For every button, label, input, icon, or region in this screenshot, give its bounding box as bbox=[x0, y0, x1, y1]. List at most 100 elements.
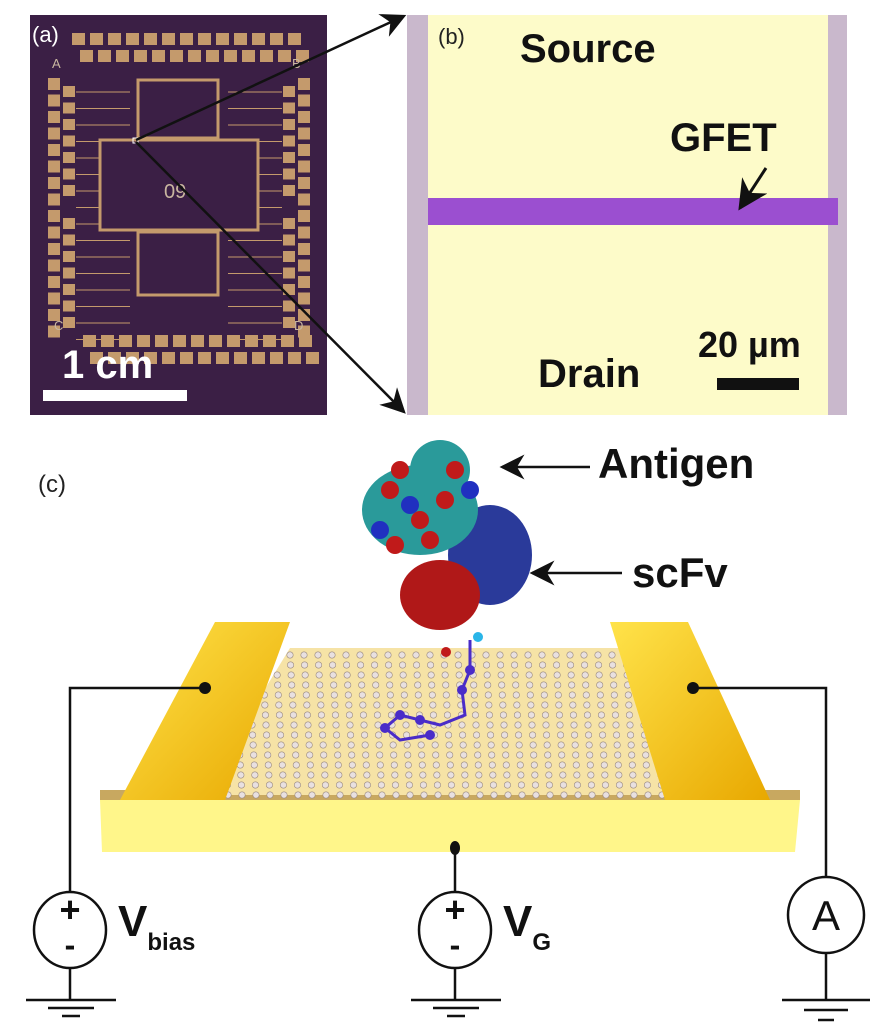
carbon-atom bbox=[595, 671, 603, 679]
carbon-atom bbox=[308, 791, 316, 799]
carbon-atom bbox=[458, 721, 466, 729]
carbon-atom bbox=[559, 771, 567, 779]
carbon-atom bbox=[301, 671, 309, 679]
contact-pad bbox=[288, 33, 301, 45]
carbon-atom bbox=[553, 661, 561, 669]
carbon-atom bbox=[615, 771, 623, 779]
contact-pad bbox=[298, 292, 310, 305]
carbon-atom bbox=[475, 771, 483, 779]
contact-pad bbox=[162, 352, 175, 364]
carbon-atom bbox=[485, 711, 493, 719]
carbon-atom bbox=[348, 761, 356, 769]
carbon-atom bbox=[490, 791, 498, 799]
carbon-atom bbox=[511, 661, 519, 669]
carbon-atom bbox=[403, 741, 411, 749]
antigen-label: Antigen bbox=[598, 440, 754, 487]
contact-pad bbox=[48, 177, 60, 189]
contact-pad bbox=[48, 193, 60, 206]
carbon-atom bbox=[289, 711, 297, 719]
carbon-atom bbox=[349, 771, 357, 779]
carbon-atom bbox=[503, 771, 511, 779]
contact-pad bbox=[63, 185, 75, 196]
right-contact-dot bbox=[687, 682, 699, 694]
gfet-label: GFET bbox=[670, 116, 777, 160]
carbon-atom bbox=[304, 721, 312, 729]
carbon-atom bbox=[613, 741, 621, 749]
carbon-atom bbox=[406, 791, 414, 799]
carbon-atom bbox=[292, 761, 300, 769]
carbon-atom bbox=[446, 761, 454, 769]
carbon-atom bbox=[390, 751, 398, 759]
carbon-atom bbox=[526, 681, 534, 689]
vg-label: VG bbox=[503, 897, 551, 956]
carbon-atom bbox=[473, 731, 481, 739]
carbon-atom bbox=[626, 721, 634, 729]
carbon-atom bbox=[558, 751, 566, 759]
carbon-atom bbox=[558, 761, 566, 769]
carbon-atom bbox=[628, 761, 636, 769]
carbon-atom bbox=[428, 691, 436, 699]
carbon-atom bbox=[483, 671, 491, 679]
carbon-atom bbox=[305, 741, 313, 749]
micro-scale-bar bbox=[717, 378, 799, 390]
carbon-atom bbox=[572, 751, 580, 759]
carbon-atom bbox=[627, 741, 635, 749]
carbon-atom bbox=[372, 691, 380, 699]
carbon-atom bbox=[385, 661, 393, 669]
vbias-label: Vbias bbox=[118, 897, 195, 956]
carbon-atom bbox=[512, 681, 520, 689]
carbon-atom bbox=[287, 671, 295, 679]
carbon-atom bbox=[499, 701, 507, 709]
carbon-atom bbox=[587, 771, 595, 779]
carbon-atom bbox=[237, 771, 245, 779]
carbon-atom bbox=[517, 781, 525, 789]
ground-symbols bbox=[26, 998, 870, 1022]
carbon-atom bbox=[554, 691, 562, 699]
carbon-atom bbox=[597, 701, 605, 709]
contact-pad bbox=[198, 352, 211, 364]
carbon-atom bbox=[317, 711, 325, 719]
carbon-atom bbox=[608, 651, 616, 659]
contact-pad bbox=[283, 135, 295, 147]
carbon-atom bbox=[261, 711, 269, 719]
scfv-label: scFv bbox=[632, 549, 728, 596]
contact-pad bbox=[283, 86, 295, 97]
carbon-atom bbox=[294, 791, 302, 799]
contact-pad bbox=[283, 168, 295, 180]
carbon-atom bbox=[279, 781, 287, 789]
carbon-atom bbox=[384, 651, 392, 659]
contact-pad bbox=[283, 185, 295, 196]
carbon-atom bbox=[413, 661, 421, 669]
corner-label-a: A bbox=[52, 56, 61, 71]
carbon-atom bbox=[598, 721, 606, 729]
carbon-atom bbox=[371, 671, 379, 679]
carbon-atom bbox=[629, 781, 637, 789]
carbon-atom bbox=[442, 681, 450, 689]
carbon-atom bbox=[569, 711, 577, 719]
carbon-atom bbox=[629, 771, 637, 779]
carbon-atom bbox=[487, 731, 495, 739]
carbon-atom bbox=[630, 791, 638, 799]
carbon-atom bbox=[329, 671, 337, 679]
carbon-atom bbox=[277, 731, 285, 739]
carbon-atom bbox=[600, 761, 608, 769]
protein-atom bbox=[461, 481, 479, 499]
gate-contact-dot bbox=[450, 841, 460, 855]
corner-label-b: B bbox=[292, 56, 301, 71]
contact-pad bbox=[270, 33, 283, 45]
carbon-atom bbox=[345, 701, 353, 709]
carbon-atom bbox=[580, 651, 588, 659]
carbon-atom bbox=[585, 731, 593, 739]
carbon-atom bbox=[249, 731, 257, 739]
carbon-atom bbox=[303, 701, 311, 709]
carbon-atom bbox=[358, 691, 366, 699]
contact-pad bbox=[63, 218, 75, 229]
protein-atom bbox=[436, 491, 454, 509]
carbon-atom bbox=[504, 791, 512, 799]
graphene-channel bbox=[428, 198, 838, 225]
contact-pad bbox=[72, 33, 85, 45]
carbon-atom bbox=[405, 781, 413, 789]
carbon-atom bbox=[529, 731, 537, 739]
contact-pad bbox=[48, 259, 60, 272]
